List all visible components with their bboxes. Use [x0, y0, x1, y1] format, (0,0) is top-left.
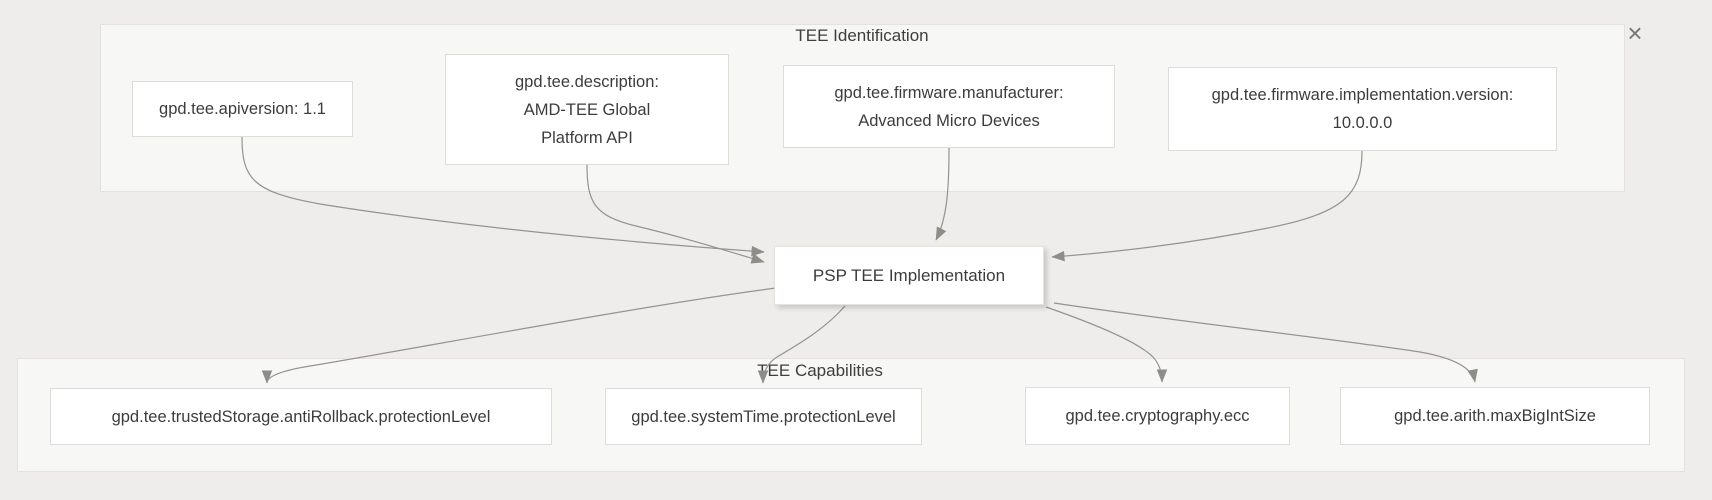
node-gpd-tee-firmware-manufacturer[interactable]: gpd.tee.firmware.manufacturer: Advanced … — [783, 65, 1115, 148]
close-icon[interactable]: × — [1627, 17, 1643, 48]
node-gpd-tee-description[interactable]: gpd.tee.description: AMD-TEE Global Plat… — [445, 54, 729, 165]
node-gpd-tee-apiversion[interactable]: gpd.tee.apiversion: 1.1 — [132, 81, 353, 137]
node-psp-tee-implementation[interactable]: PSP TEE Implementation — [774, 246, 1044, 305]
node-gpd-tee-arith-maxbigintsize[interactable]: gpd.tee.arith.maxBigIntSize — [1340, 387, 1650, 445]
node-gpd-tee-firmware-implementation-version[interactable]: gpd.tee.firmware.implementation.version:… — [1168, 67, 1557, 151]
node-gpd-tee-systemtime-protectionlevel[interactable]: gpd.tee.systemTime.protectionLevel — [605, 388, 922, 445]
group-title-tee-identification: TEE Identification — [795, 26, 929, 45]
node-gpd-tee-cryptography-ecc[interactable]: gpd.tee.cryptography.ecc — [1025, 387, 1290, 445]
group-title-tee-capabilities: TEE Capabilities — [757, 361, 883, 380]
node-gpd-tee-trustedstorage-antirollback-protectionlevel[interactable]: gpd.tee.trustedStorage.antiRollback.prot… — [50, 388, 552, 445]
